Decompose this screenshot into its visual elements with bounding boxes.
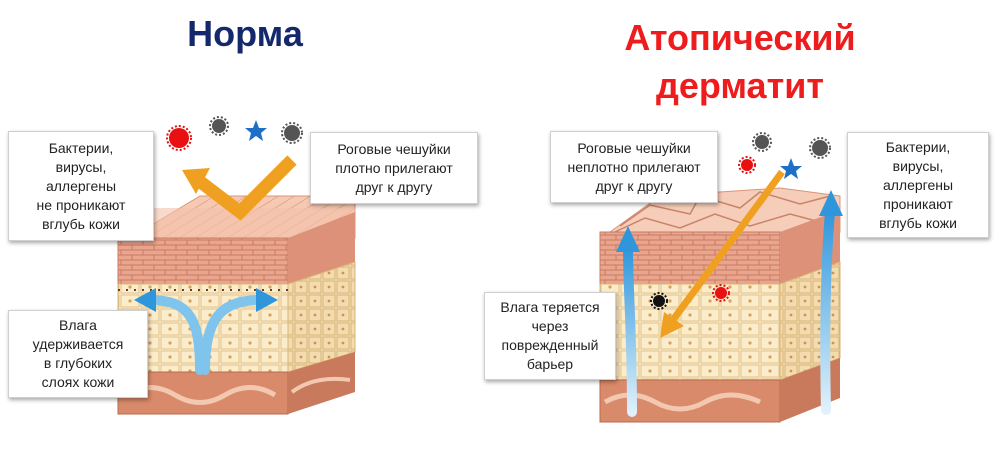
normal-moisture-callout: Влага удерживается в глубоких слоях кожи [8,310,148,398]
atopic-penetrating-arrow [660,169,785,338]
red-bacterium-icon [166,125,192,151]
red-bacterium-icon [712,284,730,302]
blue-star-allergen-icon [780,158,802,179]
normal-bacteria-text: Бактерии, вирусы, аллергены не проникают… [36,139,126,232]
gray-virus-icon [809,137,831,159]
normal-moisture-arrow [134,288,278,375]
black-particle-icon [650,292,668,310]
atopic-moisture-callout: Влага теряется через поврежденный барьер [484,292,616,380]
normal-title: Норма [187,13,303,54]
normal-scales-callout: Роговые чешуйки плотно прилегают друг к … [310,132,478,204]
gray-virus-icon [752,132,772,152]
atopic-moisture-arrow-right [819,190,843,415]
atopic-title: Атопический дерматит [624,17,856,106]
blue-star-allergen-icon [245,120,267,141]
atopic-scales-callout: Роговые чешуйки неплотно прилегают друг … [550,131,718,203]
red-bacterium-icon [738,156,756,174]
atopic-moisture-text: Влага теряется через поврежденный барьер [500,299,600,372]
atopic-scales-text: Роговые чешуйки неплотно прилегают друг … [567,139,701,194]
normal-deflected-arrow [182,155,297,221]
atopic-bacteria-callout: Бактерии, вирусы, аллергены проникают вг… [847,132,989,238]
atopic-moisture-arrow-left [616,226,640,417]
normal-moisture-text: Влага удерживается в глубоких слоях кожи [32,317,124,390]
gray-virus-icon [281,122,303,144]
normal-bacteria-callout: Бактерии, вирусы, аллергены не проникают… [8,131,154,241]
normal-scales-text: Роговые чешуйки плотно прилегают друг к … [335,140,453,195]
atopic-bacteria-text: Бактерии, вирусы, аллергены проникают вг… [879,138,957,231]
normal-skin-block [117,195,356,415]
gray-virus-icon [209,116,229,136]
